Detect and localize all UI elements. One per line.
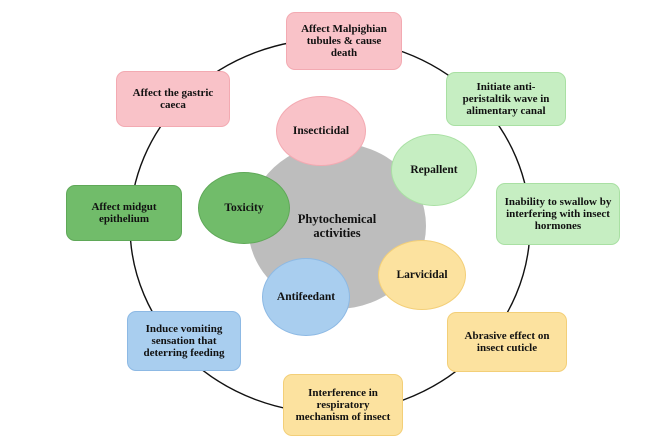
effect-midgut-epithelium: Affect midgut epithelium: [66, 185, 182, 241]
effect-inability-to-swallow: Inability to swallow by interfering with…: [496, 183, 620, 245]
activity-antifeedant: Antifeedant: [262, 258, 350, 336]
activity-insecticidal: Insecticidal: [276, 96, 366, 166]
activity-toxicity: Toxicity: [198, 172, 290, 244]
effect-gastric-caeca: Affect the gastric caeca: [116, 71, 230, 127]
effect-respiratory-interference: Interference in respiratory mechanism of…: [283, 374, 403, 436]
effect-anti-peristaltic-wave: Initiate anti-peristaltik wave in alimen…: [446, 72, 566, 126]
center-label: Phytochemical activities: [297, 212, 377, 240]
activity-repellent: Repallent: [391, 134, 477, 206]
effect-abrasive-cuticle: Abrasive effect on insect cuticle: [447, 312, 567, 372]
effect-malpighian-tubules: Affect Malpighian tubules & cause death: [286, 12, 402, 70]
effect-induce-vomiting: Induce vomiting sensation that deterring…: [127, 311, 241, 371]
activity-larvicidal: Larvicidal: [378, 240, 466, 310]
